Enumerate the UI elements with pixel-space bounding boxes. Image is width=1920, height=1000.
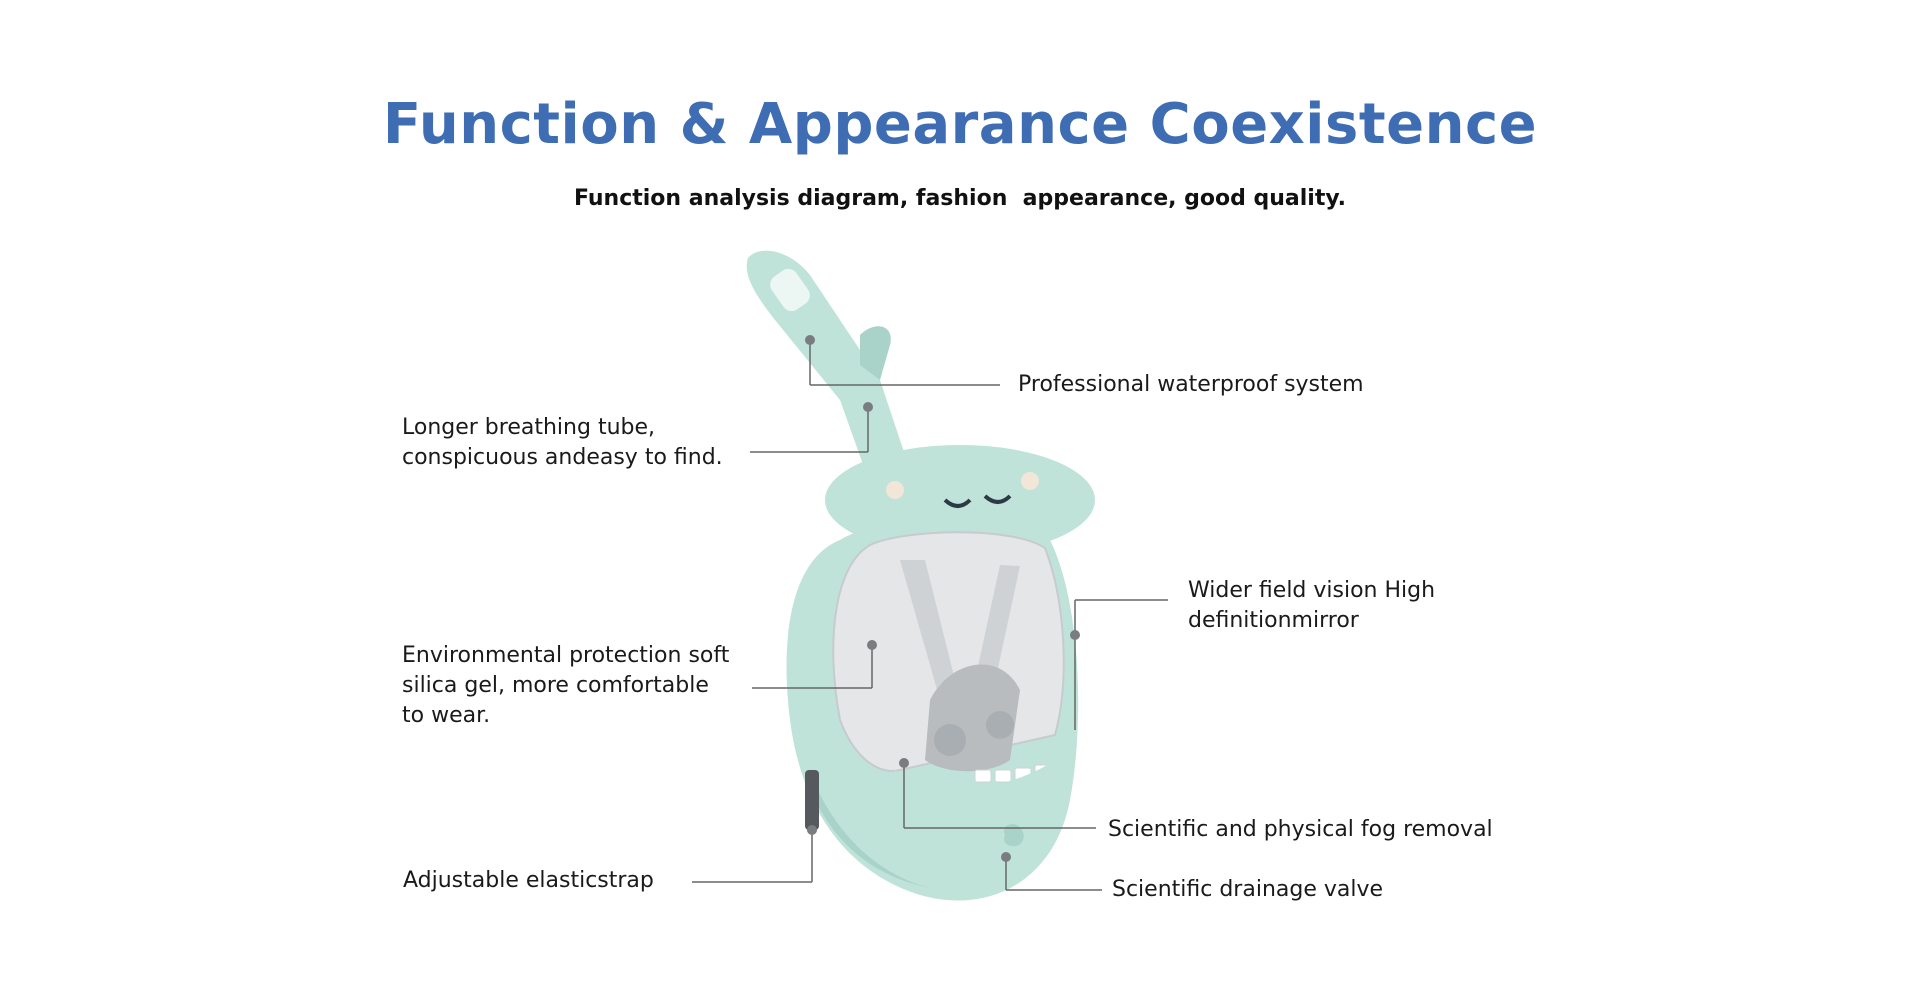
dot-vision bbox=[1070, 630, 1080, 640]
label-drain: Scientific drainage valve bbox=[1112, 877, 1384, 902]
label-waterproof: Professional waterproof system bbox=[1018, 372, 1364, 397]
page-title: Function & Appearance Coexistence bbox=[382, 92, 1538, 157]
dot-waterproof bbox=[805, 335, 815, 345]
label-silica: Environmental protection soft silica gel… bbox=[402, 643, 730, 728]
label-vision: Wider field vision High definitionmirror bbox=[1188, 578, 1436, 633]
label-tube: Longer breathing tube, conspicuous andea… bbox=[402, 415, 723, 470]
leader-lines bbox=[692, 340, 1168, 891]
callout-dots bbox=[805, 335, 1080, 862]
snorkel-tube-icon bbox=[746, 250, 905, 470]
page-subtitle: Function analysis diagram, fashion appea… bbox=[573, 186, 1347, 211]
dot-fog bbox=[899, 758, 909, 768]
dot-silica bbox=[867, 640, 877, 650]
label-strap: Adjustable elasticstrap bbox=[403, 868, 654, 893]
dot-tube bbox=[863, 402, 873, 412]
mask-body-icon bbox=[786, 517, 1079, 901]
dot-strap bbox=[807, 825, 817, 835]
dot-drain bbox=[1001, 852, 1011, 862]
label-fog: Scientific and physical fog removal bbox=[1108, 817, 1493, 842]
